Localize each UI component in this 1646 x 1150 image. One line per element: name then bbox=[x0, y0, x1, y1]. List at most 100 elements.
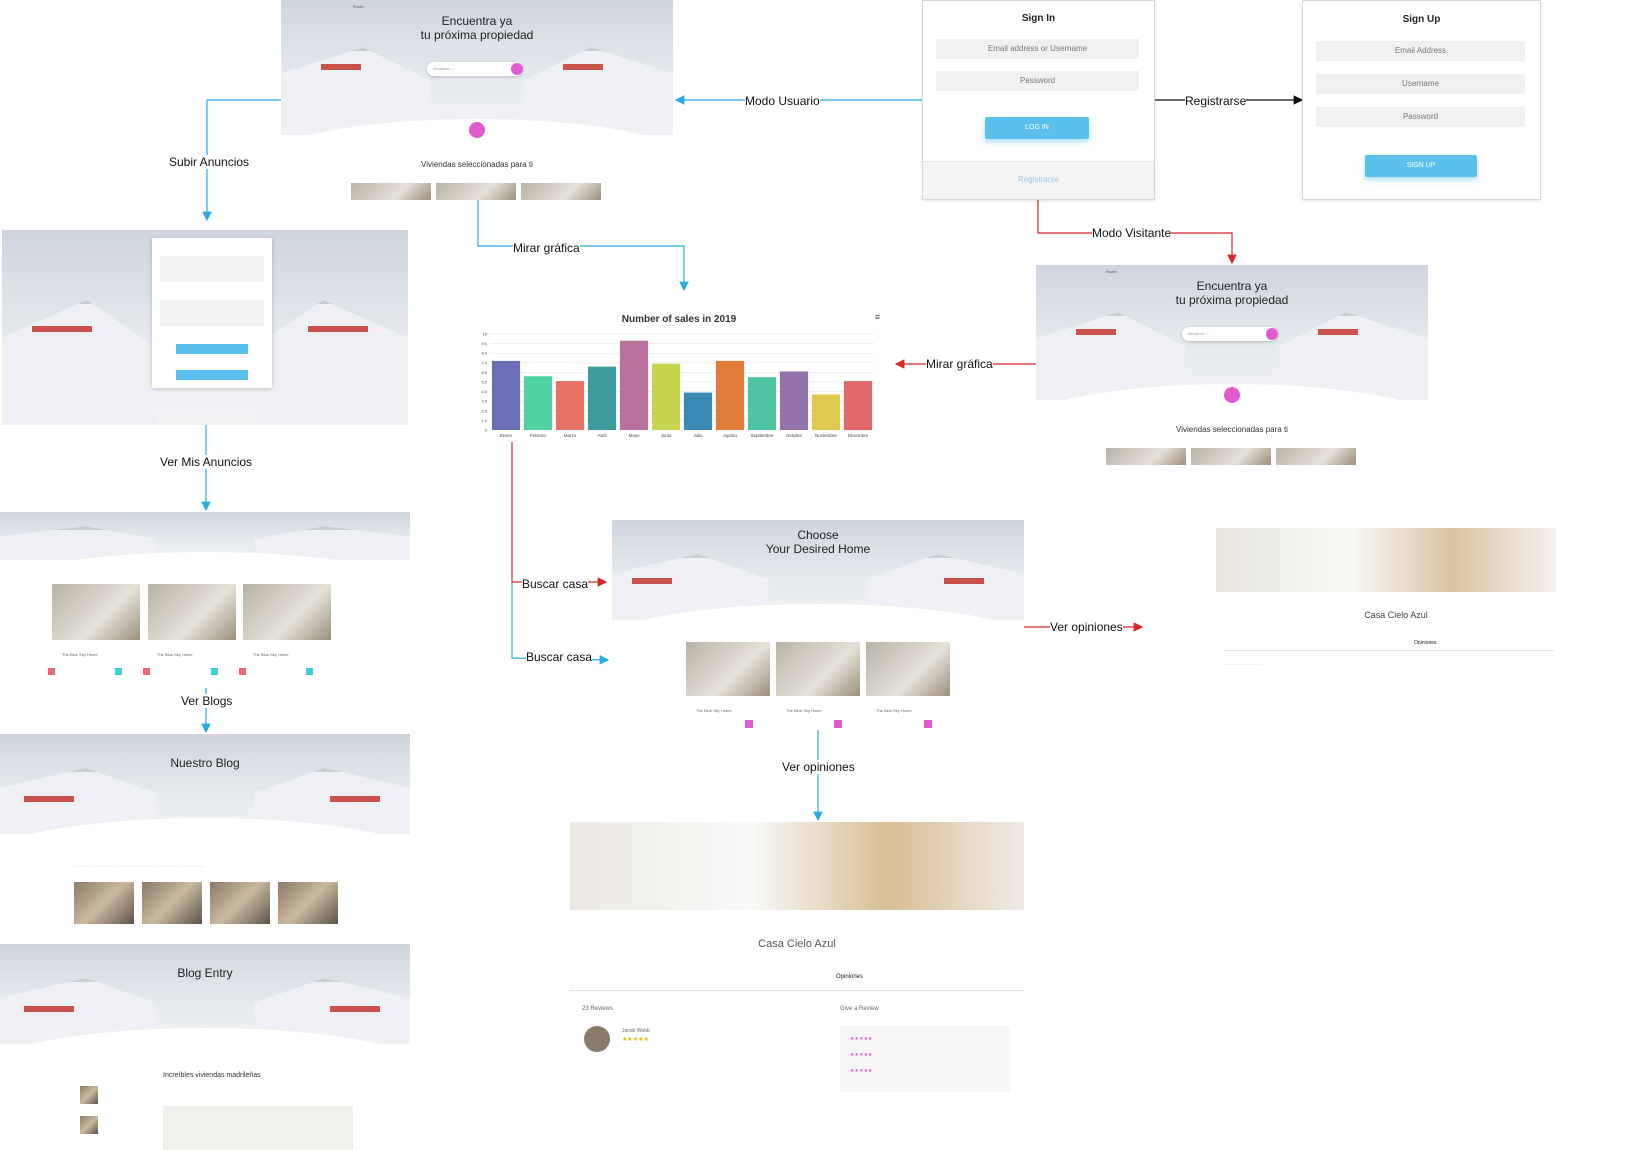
edit-icon[interactable] bbox=[211, 668, 218, 675]
detail-screen-small: Casa Cielo Azul Opiniones · · · · · · · … bbox=[1146, 528, 1646, 688]
home-nav: Rooth bbox=[353, 4, 364, 9]
password-field[interactable]: Password bbox=[936, 71, 1139, 91]
search-title-1: Choose bbox=[797, 528, 839, 542]
home-nav-links[interactable]: · · · · · · · · · · · · bbox=[481, 4, 533, 9]
y-tick-label: 1.0 bbox=[481, 418, 487, 423]
favorite-icon[interactable] bbox=[834, 720, 842, 728]
login-button[interactable]: LOG IN bbox=[985, 117, 1089, 139]
delete-icon[interactable] bbox=[143, 668, 150, 675]
upload-form bbox=[152, 238, 272, 388]
tab-opiniones[interactable]: Opiniones bbox=[1414, 640, 1437, 646]
signin-title: Sign In bbox=[1021, 13, 1056, 24]
visitor-search-input[interactable]: Introduce ... bbox=[1182, 327, 1278, 341]
x-tick-label: Noviembre bbox=[815, 433, 837, 438]
x-tick-label: Junio bbox=[661, 433, 672, 438]
label-mirar-grafica-1: Mirar gráfica bbox=[513, 241, 580, 255]
detail-hero bbox=[1216, 528, 1556, 592]
listing-thumb[interactable] bbox=[1276, 448, 1356, 465]
bar-septiembre bbox=[747, 377, 777, 430]
listing-thumb[interactable] bbox=[1106, 448, 1186, 465]
rating-stars: ★★★★★ bbox=[622, 1037, 649, 1043]
y-tick-label: 2.0 bbox=[481, 408, 487, 413]
description-field[interactable] bbox=[160, 300, 264, 326]
arrow-mirar-grafica-1 bbox=[477, 200, 689, 292]
y-tick-label: 7.0 bbox=[481, 360, 487, 365]
avatar bbox=[584, 1026, 610, 1052]
home-search-input[interactable]: Introduce ... bbox=[427, 62, 523, 76]
give-review-panel[interactable] bbox=[840, 1026, 1010, 1092]
edit-icon[interactable] bbox=[306, 668, 313, 675]
listing-thumb[interactable] bbox=[776, 642, 860, 696]
password-field[interactable]: Password bbox=[1316, 107, 1525, 127]
label-modo-visitante: Modo Visitante bbox=[1092, 226, 1172, 240]
label-registrarse: Registrarse bbox=[1185, 94, 1247, 108]
publish-button[interactable] bbox=[176, 370, 248, 380]
x-tick-label: Septiembre bbox=[750, 433, 774, 438]
email-field[interactable]: Email Address bbox=[1316, 41, 1525, 61]
favorite-icon[interactable] bbox=[924, 720, 932, 728]
scroll-button[interactable] bbox=[1224, 387, 1240, 403]
edit-icon[interactable] bbox=[115, 668, 122, 675]
favorite-icon[interactable] bbox=[745, 720, 753, 728]
blog-entry-title: Blog Entry bbox=[177, 966, 233, 980]
title-field[interactable] bbox=[160, 256, 264, 282]
y-tick-label: 4.0 bbox=[481, 389, 487, 394]
blog-post-image[interactable] bbox=[142, 882, 202, 924]
email-field[interactable]: Email address or Username bbox=[936, 39, 1139, 59]
delete-icon[interactable] bbox=[48, 668, 55, 675]
upload-listing-screen bbox=[2, 230, 408, 425]
x-tick-label: Diciembre bbox=[848, 433, 869, 438]
listing-thumb[interactable] bbox=[243, 584, 331, 640]
tab-opiniones[interactable]: Opiniones bbox=[836, 974, 864, 980]
blog-post-image[interactable] bbox=[210, 882, 270, 924]
detail-name: Casa Cielo Azul bbox=[758, 938, 836, 950]
search-icon[interactable] bbox=[1266, 328, 1278, 340]
home-title-1: Encuentra ya bbox=[441, 14, 513, 28]
label-ver-mis-anuncios: Ver Mis Anuncios bbox=[160, 455, 253, 469]
x-tick-label: Agosto bbox=[723, 433, 738, 438]
listing-thumb[interactable] bbox=[686, 642, 770, 696]
visitor-title-2: tu próxima propiedad bbox=[1175, 293, 1289, 307]
bar-marzo bbox=[555, 381, 585, 430]
delete-icon[interactable] bbox=[239, 668, 246, 675]
x-tick-label: Enero bbox=[500, 433, 513, 438]
listing-thumb[interactable] bbox=[148, 584, 236, 640]
reviewer-name: Jacob Webb bbox=[622, 1028, 650, 1034]
search-title-2: Your Desired Home bbox=[765, 542, 871, 556]
bar-agosto bbox=[715, 360, 745, 430]
listing-thumb[interactable] bbox=[1191, 448, 1271, 465]
label-modo-usuario: Modo Usuario bbox=[745, 94, 820, 108]
visitor-title-1: Encuentra ya bbox=[1196, 279, 1268, 293]
recent-post-thumb[interactable] bbox=[80, 1086, 98, 1104]
scroll-button[interactable] bbox=[469, 122, 485, 138]
blog-post-image[interactable] bbox=[74, 882, 134, 924]
signup-button[interactable]: SIGN UP bbox=[1365, 155, 1477, 177]
bar-mayo bbox=[619, 340, 649, 430]
listing-thumb[interactable] bbox=[436, 183, 516, 200]
label-buscar-casa-1: Buscar casa bbox=[522, 577, 589, 591]
listing-thumb[interactable] bbox=[521, 183, 601, 200]
blog-entry-screen: Blog Entry Increíbles viviendas madrileñ… bbox=[0, 944, 410, 1150]
bar-febrero bbox=[523, 376, 553, 430]
listing-thumb[interactable] bbox=[351, 183, 431, 200]
bar-junio bbox=[651, 363, 681, 430]
home-screen: Rooth · · · · · · · · · · · · Encuentra … bbox=[281, 0, 673, 200]
blog-post-image[interactable] bbox=[278, 882, 338, 924]
recent-post-thumb[interactable] bbox=[80, 1116, 98, 1134]
listing-thumb[interactable] bbox=[866, 642, 950, 696]
x-tick-label: Mayo bbox=[628, 433, 640, 438]
upload-image-button[interactable] bbox=[176, 344, 248, 354]
post-title: Increíbles viviendas madrileñas bbox=[163, 1072, 261, 1079]
post-image bbox=[163, 1106, 353, 1150]
visitor-nav: Rooth bbox=[1106, 269, 1117, 274]
username-field[interactable]: Username bbox=[1316, 74, 1525, 94]
chart-title: Number of sales in 2019 bbox=[621, 314, 737, 325]
bar-noviembre bbox=[811, 394, 841, 430]
search-icon[interactable] bbox=[511, 63, 523, 75]
listing-thumb[interactable] bbox=[52, 584, 140, 640]
menu-icon[interactable]: ≡ bbox=[874, 312, 880, 322]
my-listings-screen: The Blue Sky Home The Blue Sky Home The … bbox=[0, 512, 410, 680]
register-link[interactable]: Registrarse bbox=[1018, 175, 1059, 184]
y-tick-label: 0 bbox=[485, 428, 488, 433]
